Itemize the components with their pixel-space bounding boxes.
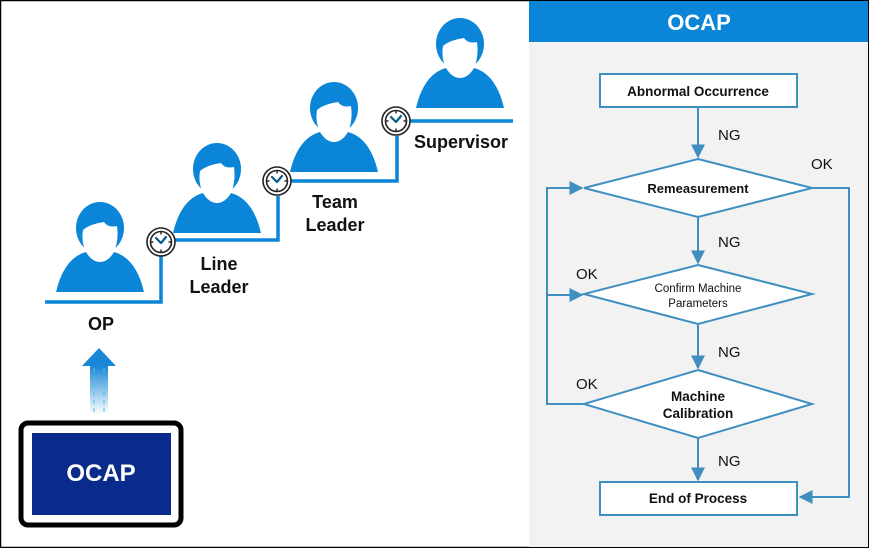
node-confirm-label-2: Parameters [668,298,728,310]
step-line-op [45,256,163,304]
edge-remeasure-ok-to-end [798,187,850,504]
escalation-staircase: OP Line Leader Team Leader Supervisor [45,18,513,334]
edge-label-ok: OK [811,156,833,173]
clock-icon [380,105,412,137]
edge-label-ng: NG [718,344,741,361]
edge-label-ng: NG [718,453,741,470]
ocap-button-label: OCAP [66,460,135,487]
panel-header-title: OCAP [667,10,731,35]
edge-label-ok: OK [576,266,598,283]
node-calibration-label-1: Machine [671,389,726,404]
ocap-button[interactable]: OCAP [18,420,184,528]
role-label-team-leader-1: Team [312,192,358,212]
node-calibration-label-2: Calibration [663,406,734,421]
node-end-of-process [599,481,798,516]
node-end-of-process-label: End of Process [649,491,747,506]
panel-header [529,1,868,42]
node-abnormal-occurrence [599,73,798,108]
clock-icon [261,165,293,197]
node-remeasurement-label: Remeasurement [647,181,749,196]
step-line-line-leader [175,196,280,242]
edge-label-ng: NG [718,127,741,144]
step-line-team-leader [291,136,399,183]
clock-icon [145,226,177,258]
node-confirm-label-1: Confirm Machine [655,283,742,295]
node-abnormal-occurrence-label: Abnormal Occurrence [627,84,769,99]
role-label-team-leader-2: Leader [305,215,364,235]
role-label-op: OP [88,314,114,334]
up-arrow-icon [82,348,116,414]
ocap-flowchart-panel: OCAP Abnormal Occurrence NG Remeasuremen… [529,1,868,547]
role-label-line-leader-2: Leader [189,277,248,297]
role-label-line-leader-1: Line [200,254,237,274]
edge-label-ng: NG [718,234,741,251]
role-label-supervisor: Supervisor [414,132,508,152]
edge-label-ok: OK [576,376,598,393]
